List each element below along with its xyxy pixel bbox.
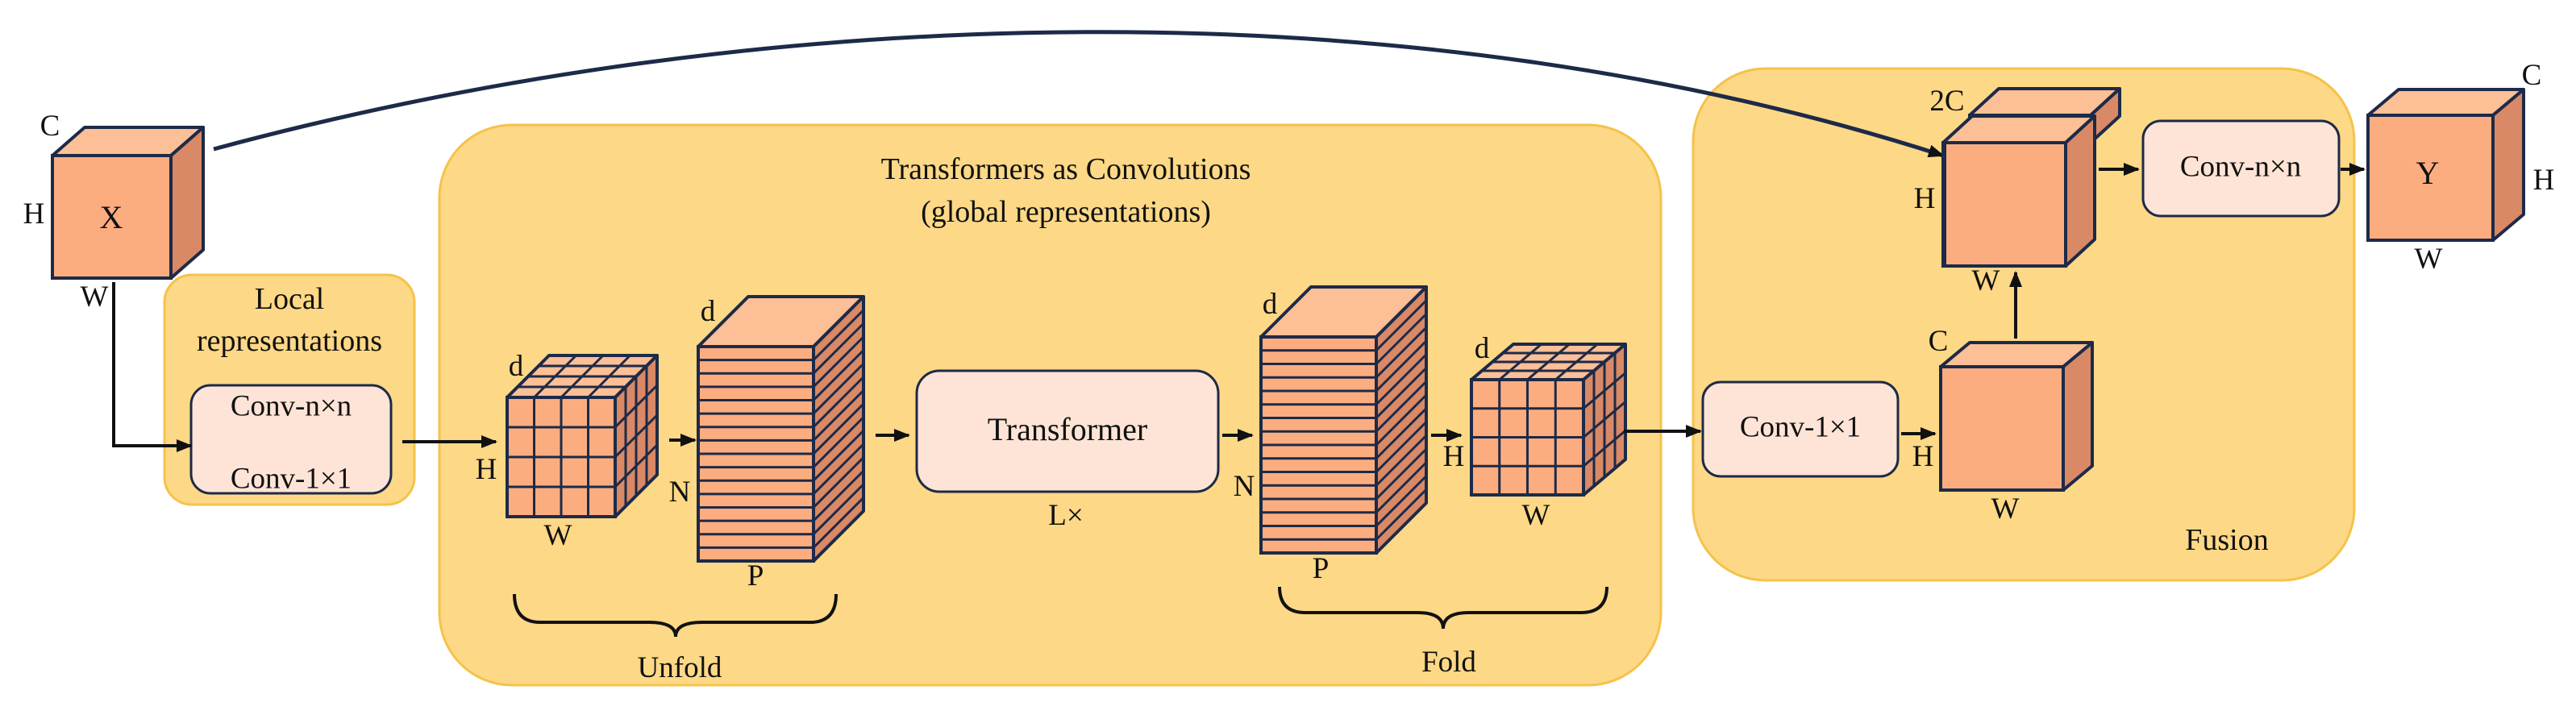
slab-line [1375,475,1428,527]
slab-line [1375,421,1428,473]
input-c-label: C [40,110,60,143]
global-title-line2: (global representations) [921,195,1211,229]
slab-line [812,322,865,375]
cube-c-c-label: C [1929,325,1949,358]
slab-line [812,430,865,482]
slab-line [812,389,865,442]
cube-side-face [2491,88,2525,242]
input-cube-label: X [100,199,123,235]
slab-line [812,309,865,361]
cube-front-face [1939,365,2065,492]
slab-line [1375,299,1428,351]
slab-line [812,376,865,428]
fusion-conv-nxn-label: Conv-n×n [2180,150,2301,183]
local-conv-1x1: Conv-1×1 [231,462,352,495]
transformed-patches-stack [1259,285,1428,555]
slab-line [1375,367,1428,419]
fusion-title: Fusion [2185,523,2268,557]
output-cube-label: Y [2416,155,2440,191]
fusion-conv-1x1-label: Conv-1×1 [1740,410,1861,443]
output-w-label: W [2415,243,2443,276]
slab-line [812,363,865,415]
input-to-local-arrow [112,282,193,452]
cube-2c-w-label: W [1972,264,2000,297]
local-title-line1: Local [255,282,325,316]
cube-c-w-label: W [1991,492,2020,526]
cube-front-face [51,154,173,280]
stack1-p-label: P [747,559,764,592]
slab-line [812,497,865,549]
fusion-cube-c [1939,341,2094,492]
unfold-label: Unfold [638,651,722,684]
stack2-p-label: P [1313,552,1330,585]
slab-line [1375,380,1428,433]
grid2-w-label: W [1522,499,1550,532]
grid-line [587,354,631,399]
fold-brace [1278,586,1608,630]
fusion-conv-1x1-box [1701,380,1900,478]
stack2-n-label: N [1234,470,1255,503]
input-h-label: H [23,197,45,231]
grid2-h-label: H [1443,440,1465,473]
slab-line [812,456,865,509]
grid-line [614,443,659,488]
grid1-d-label: d [509,350,524,383]
cube-side-face [2064,114,2096,268]
grid2-d-label: d [1475,332,1490,365]
local-conv-nxn: Conv-n×n [231,389,352,422]
slab-line [1375,434,1428,487]
slab-line [1375,461,1428,513]
slab-line [1375,407,1428,459]
slab-line [812,402,865,455]
transformer-box [915,369,1220,493]
cube-c-h-label: H [1912,440,1934,473]
output-h-label: H [2533,164,2555,197]
fusion-cube-2c [1941,87,2121,268]
slab-line [812,483,865,535]
slab-line [1375,488,1428,541]
cube-side-face [2062,341,2094,492]
transformer-repeat: L× [1048,499,1083,532]
slab-line [1375,447,1428,501]
grid-line [1583,430,1626,468]
unfold-brace [513,593,838,638]
stack2-d-label: d [1263,288,1278,321]
slab-line [812,416,865,468]
cube-front-face [1943,141,2067,268]
cube-2c-h-label: H [1914,182,1936,215]
unfolded-patches-stack [697,295,865,563]
grid1-h-label: H [476,453,497,486]
slab-line [812,470,865,522]
local-title-line2: representations [197,324,382,358]
output-c-label: C [2522,59,2542,92]
slab-line [1375,353,1428,405]
cube-2c-c-label: 2C [1929,85,1964,118]
fusion-conv-nxn-box [2141,119,2341,218]
skip-connection-arrow [213,30,1945,158]
slab-line [812,443,865,495]
flow-arrows [112,163,2366,452]
slab-line [812,335,865,388]
transformer-label: Transformer [988,411,1148,447]
grid-line [1554,343,1599,381]
slab-line [1375,313,1428,365]
output-cube-y [2366,88,2525,242]
cube-side-face [169,126,205,280]
grid1-w-label: W [544,519,572,552]
input-w-label: W [81,281,109,314]
folded-output-grid [1470,343,1627,497]
fold-label: Fold [1421,646,1476,679]
input-cube-x [51,126,205,280]
stack1-n-label: N [669,476,691,509]
slab-line [1375,393,1428,447]
stack1-d-label: d [701,295,716,328]
slab-line [1375,326,1428,379]
cube-front-face [2366,114,2495,242]
slab-line [812,349,865,401]
global-title-line1: Transformers as Convolutions [881,152,1251,186]
slab-line [1375,339,1428,393]
unfold-input-grid [506,354,659,518]
